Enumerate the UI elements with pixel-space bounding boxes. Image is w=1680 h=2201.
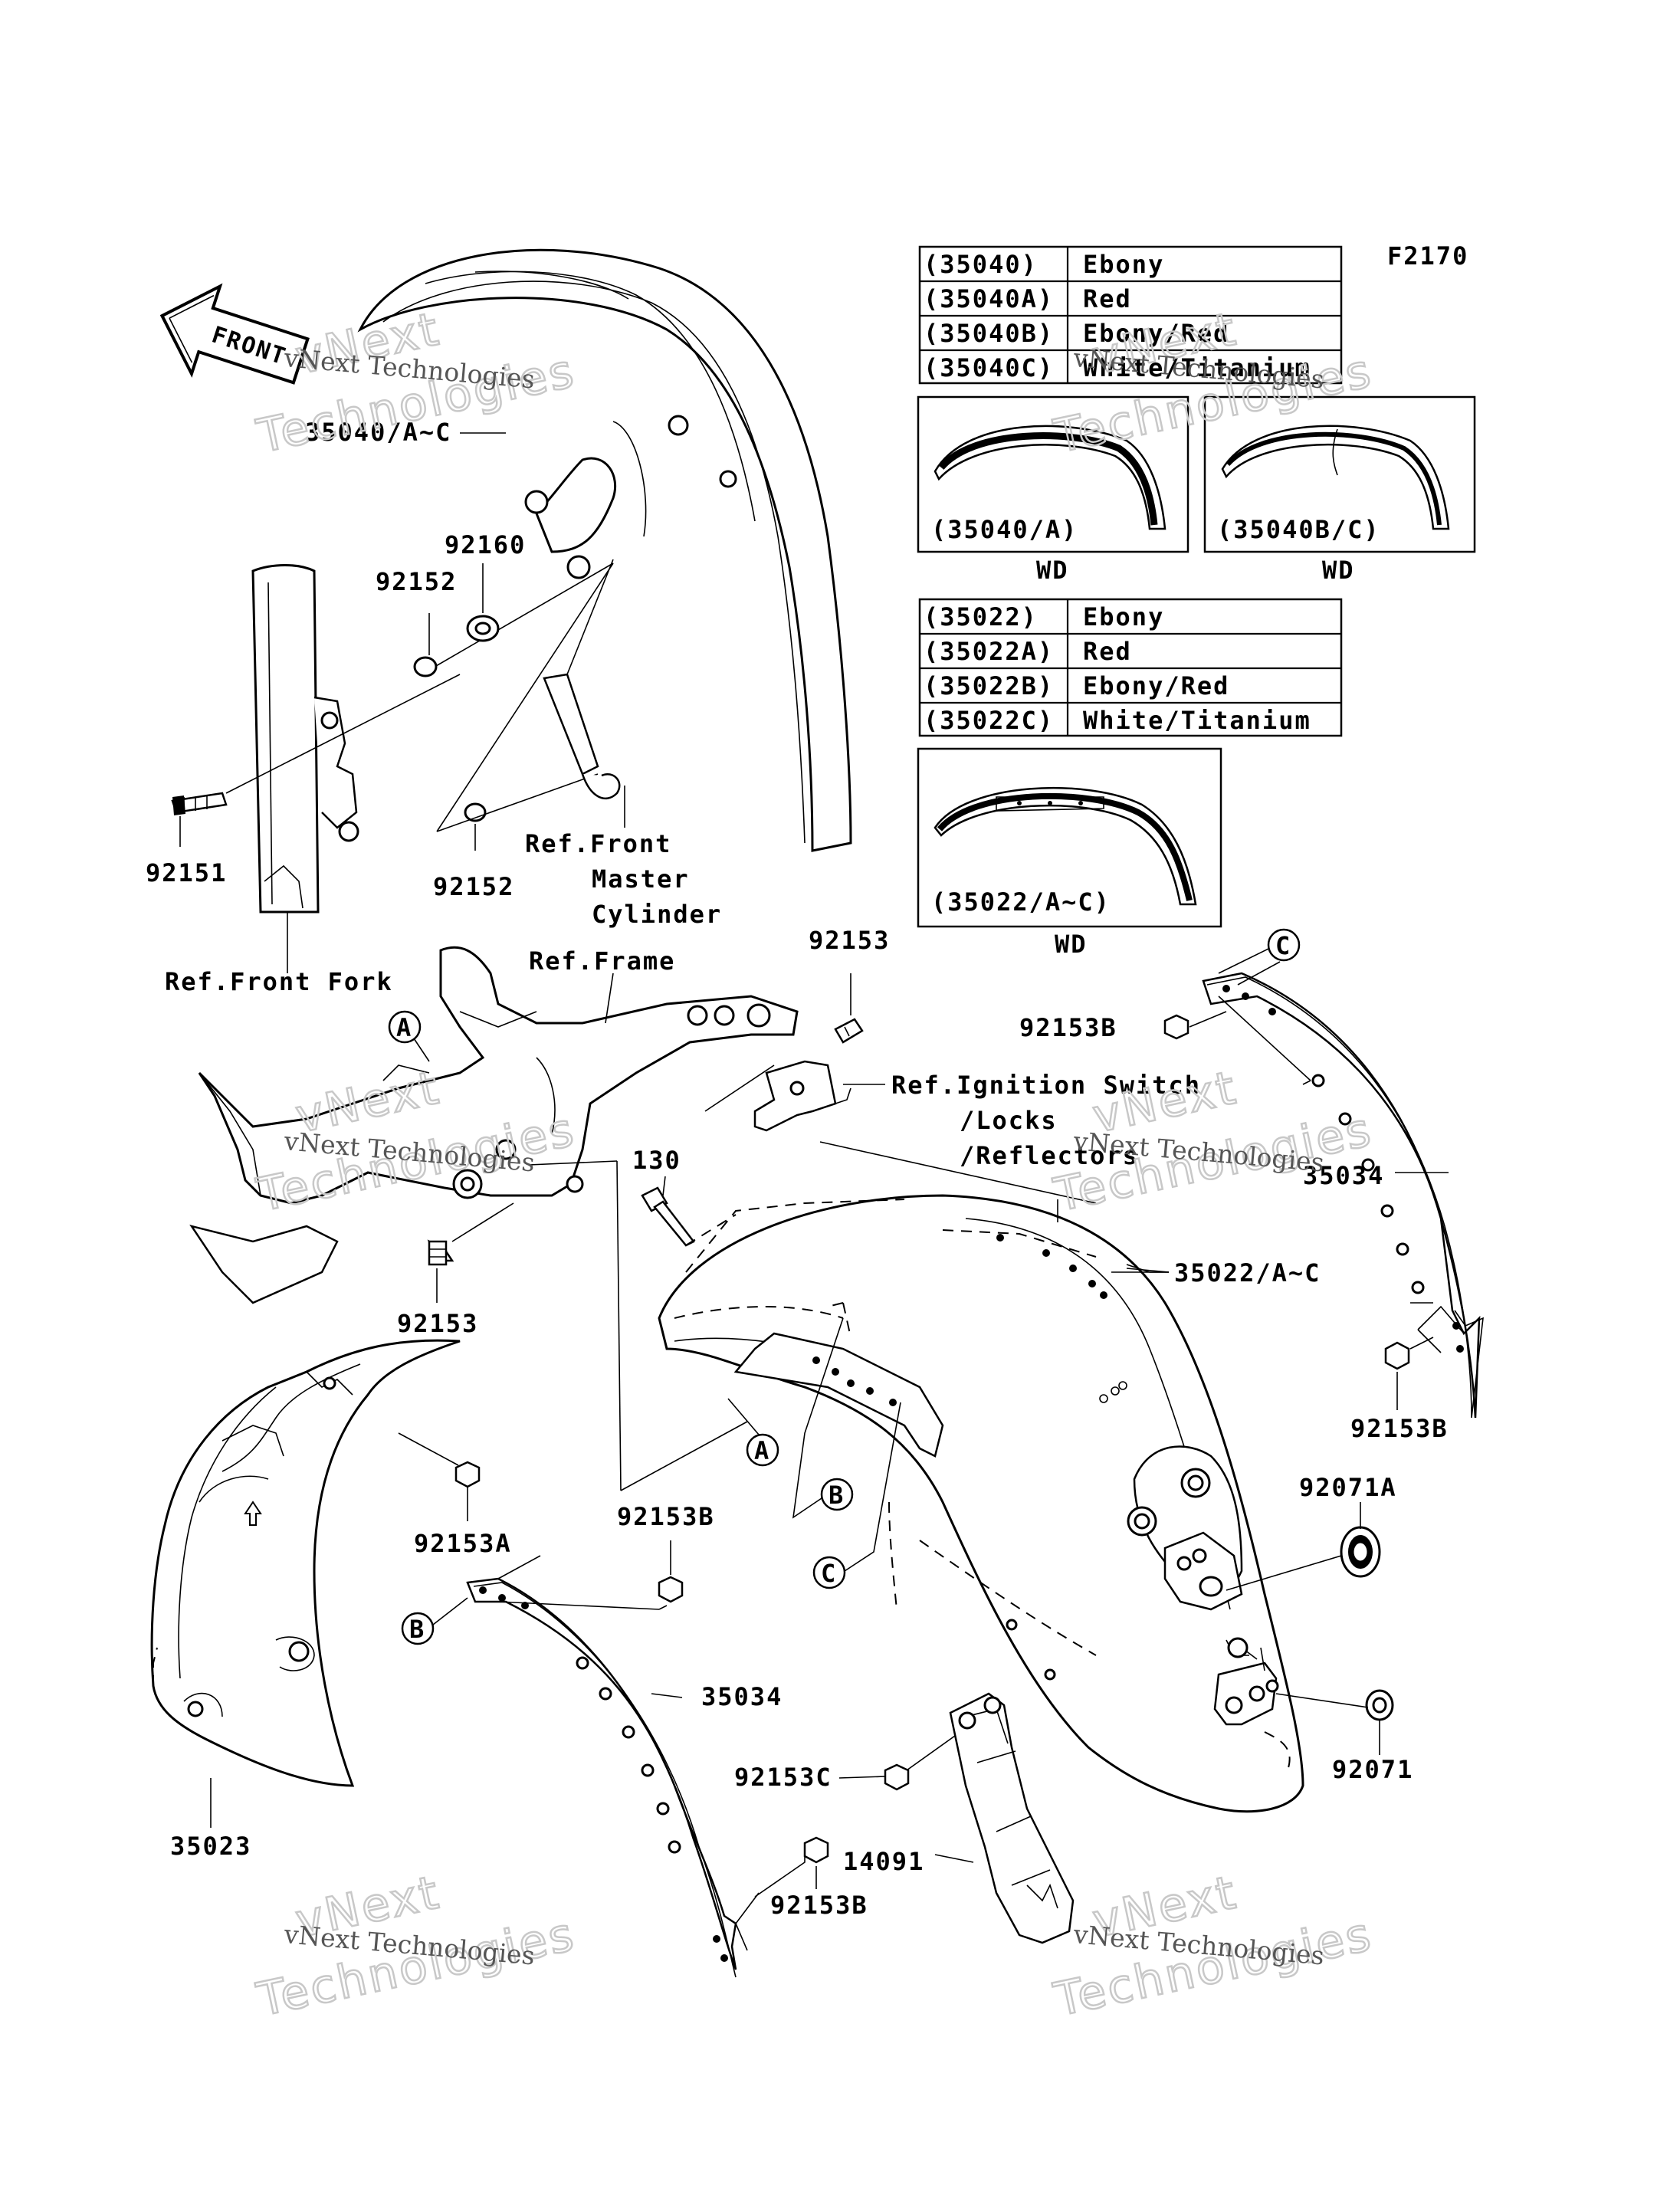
label-92153b: 92153B — [1019, 1013, 1117, 1042]
collar-92160 — [466, 615, 500, 642]
nut-92153b-bottom — [803, 1836, 829, 1864]
label-ref-front-master: Ref.Front — [525, 829, 671, 858]
label-92153a: 92153A — [414, 1529, 512, 1558]
table-color: Ebony/Red — [1083, 319, 1229, 348]
table-color: Ebony/Red — [1083, 671, 1229, 700]
table-code: (35040) — [924, 250, 1038, 279]
label-ref-front-master: Cylinder — [592, 900, 722, 929]
table-color: Red — [1083, 637, 1132, 666]
label-130: 130 — [632, 1146, 681, 1175]
label-92160: 92160 — [445, 530, 526, 559]
callout-b2: B — [401, 1612, 435, 1645]
table-code: (35040C) — [924, 353, 1054, 382]
nut-92153b-right — [1384, 1341, 1410, 1370]
label-ref-front-master: Master — [592, 864, 690, 894]
inset-caption: WD — [1036, 556, 1069, 585]
label-92153c: 92153C — [734, 1763, 832, 1792]
ignition-bracket — [753, 1060, 851, 1132]
nut-92153b-mid — [658, 1576, 684, 1603]
label-ref-ignition: /Locks — [960, 1106, 1058, 1135]
nut-92153c — [884, 1763, 910, 1791]
figure-id: F2170 — [1387, 241, 1468, 271]
callout-a2: A — [746, 1433, 779, 1467]
callout-b1: B — [820, 1478, 854, 1511]
label-35040: 35040/A~C — [305, 418, 451, 447]
table-code: (35022C) — [924, 706, 1054, 735]
label-92153b: 92153B — [770, 1891, 868, 1920]
side-cover-35023 — [150, 1339, 461, 1787]
table-color: Red — [1083, 284, 1132, 313]
label-92151: 92151 — [146, 858, 227, 887]
label-92153: 92153 — [397, 1309, 478, 1338]
washer-92071 — [1365, 1689, 1394, 1721]
callout-c1: C — [1267, 928, 1301, 962]
callout-letter: A — [396, 1013, 412, 1042]
callout-a1: A — [388, 1010, 422, 1044]
label-ref-front-fork: Ref.Front Fork — [165, 967, 393, 996]
callout-c2: C — [812, 1556, 846, 1589]
washer-92152 — [413, 656, 438, 677]
label-92152: 92152 — [433, 872, 514, 901]
label-92152: 92152 — [376, 567, 457, 596]
callout-letter: B — [829, 1481, 845, 1510]
inset-35022: (35022/A~C) WD — [917, 747, 1222, 959]
inset-label: (35022/A~C) — [931, 887, 1111, 917]
label-35023: 35023 — [170, 1832, 251, 1861]
callout-letter: B — [409, 1615, 425, 1644]
inset-35040-bc: (35040B/C) WD — [1203, 395, 1476, 585]
bolt-92151 — [171, 792, 228, 815]
label-35034: 35034 — [1303, 1161, 1384, 1190]
nut-92153b-top — [1163, 1014, 1189, 1040]
rail-35034-mid — [466, 1577, 737, 1978]
rail-35034-right — [1202, 972, 1484, 1419]
label-35034: 35034 — [701, 1682, 783, 1711]
label-ref-ignition: /Reflectors — [960, 1141, 1139, 1170]
front-arrow-icon: FRONT — [159, 283, 310, 385]
label-92153b: 92153B — [617, 1502, 715, 1531]
label-92071a: 92071A — [1299, 1473, 1397, 1502]
table-code: (35022) — [924, 602, 1038, 631]
callout-letter: C — [1275, 931, 1291, 960]
bolt-92153-left — [427, 1239, 454, 1266]
label-92153b: 92153B — [1350, 1414, 1449, 1443]
label-35022: 35022/A~C — [1174, 1258, 1321, 1287]
frame — [189, 946, 799, 1304]
label-14091: 14091 — [843, 1847, 924, 1876]
inset-label: (35040/A) — [931, 515, 1078, 544]
table-color: White/Titanium — [1083, 706, 1311, 735]
table-code: (35022B) — [924, 671, 1054, 700]
table-color: Ebony — [1083, 250, 1164, 279]
color-table-35040: (35040) Ebony (35040A) Red (35040B) Ebon… — [918, 245, 1343, 385]
front-fork — [251, 564, 359, 973]
label-92153: 92153 — [809, 926, 890, 955]
inset-label: (35040B/C) — [1217, 515, 1380, 544]
inset-caption: WD — [1055, 930, 1088, 959]
hose-clamp — [543, 559, 621, 800]
table-code: (35040A) — [924, 284, 1054, 313]
inset-caption: WD — [1322, 556, 1355, 585]
nut-92153a — [454, 1461, 481, 1488]
rear-fender-35022 — [658, 1194, 1304, 1813]
bolt-92153-top — [834, 1018, 864, 1044]
callout-letter: C — [821, 1559, 837, 1588]
table-code: (35040B) — [924, 319, 1054, 348]
label-ref-ignition: Ref.Ignition Switch — [891, 1071, 1201, 1100]
callout-letter: A — [754, 1436, 770, 1465]
table-color: Ebony — [1083, 602, 1164, 631]
color-table-35022: (35022) Ebony (35022A) Red (35022B) Ebon… — [918, 598, 1343, 737]
grommet-92071a — [1340, 1526, 1381, 1578]
label-ref-frame: Ref.Frame — [529, 946, 675, 976]
table-code: (35022A) — [924, 637, 1054, 666]
front-fender-35040 — [357, 248, 852, 852]
mudflap-14091 — [949, 1692, 1075, 1944]
bolt-130 — [641, 1186, 695, 1247]
label-92071: 92071 — [1332, 1755, 1413, 1784]
table-color: White/Titanium — [1083, 353, 1311, 382]
inset-35040-a: (35040/A) WD — [917, 395, 1189, 585]
